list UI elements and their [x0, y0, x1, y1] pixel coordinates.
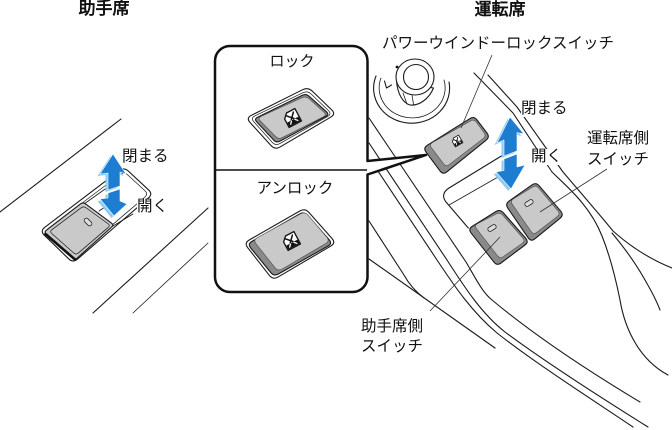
pill-mark-icon: [83, 217, 93, 227]
knob-bezel-outer-ring: [373, 75, 451, 124]
arrow-close-head: [496, 116, 525, 157]
left-mirror-mark-icon: [383, 80, 393, 89]
armrest-line: [611, 232, 661, 311]
armrest-line: [473, 72, 669, 376]
inset-lock-label: ロック: [269, 52, 315, 70]
up-down-arrow-icon: [493, 116, 526, 191]
switch-recess-edge: [83, 186, 109, 205]
door-trim-line: [132, 242, 209, 314]
arrow-open-head: [495, 153, 526, 190]
window-switch-bezel-inner-edge: [448, 172, 506, 206]
door-trim-line: [92, 207, 209, 314]
switch-recess-edge: [112, 213, 134, 227]
pill-mark-icon: [487, 224, 497, 232]
passenger-close-label: 閉まる: [122, 147, 169, 165]
up-down-arrow-icon: [97, 153, 128, 218]
arrow-close-head: [99, 153, 127, 191]
driver-switch-label-line-2: スイッチ: [587, 150, 650, 168]
switch-top-rim: [50, 206, 110, 255]
driver-open-label: 開く: [531, 147, 563, 165]
mirror-control-knob-icon: [373, 58, 451, 124]
driver-switch-panel: [424, 117, 563, 266]
inset-unlock-label: アンロック: [256, 179, 334, 197]
pill-mark-icon: [524, 199, 534, 207]
lock-switch-callout-label: パワーウインドーロックスイッチ: [382, 34, 615, 52]
door-trim-line: [0, 118, 122, 213]
knob-facet-line: [402, 92, 414, 105]
leader-line-driver-switch: [539, 168, 608, 213]
knob-top: [402, 63, 430, 91]
lock-switch-unlocked-state: [245, 209, 335, 279]
armrest-line: [487, 74, 672, 269]
console-line: [368, 142, 649, 428]
leader-line-lock-switch: [460, 54, 493, 129]
leader-line-passenger-switch: [429, 236, 501, 312]
driver-switch-label-line-1: 運転席側: [587, 129, 650, 147]
power-window-lock-switch: [424, 117, 489, 174]
switch-face: [511, 185, 560, 234]
console-line: [368, 258, 496, 349]
switch-bezel-inner-edge: [252, 91, 331, 145]
console-line: [371, 161, 634, 428]
passenger-open-label: 開く: [137, 197, 169, 215]
window-switch-bezel-edge: [443, 154, 504, 231]
arrow-open-head: [99, 188, 128, 217]
driver-side-heading: 運転席: [474, 0, 526, 20]
passenger-window-switch-driver-panel: [468, 209, 529, 266]
lock-switch-locked-state: [247, 88, 335, 149]
driver-window-switch: [506, 183, 563, 241]
console-line: [368, 117, 641, 403]
knob-bezel-inner-ring: [378, 77, 446, 119]
passenger-door-illustration: [0, 118, 209, 314]
passenger-switch-label-line-2: スイッチ: [361, 337, 424, 355]
switch-front-edge: [44, 232, 77, 261]
passenger-side-heading: 助手席: [78, 0, 130, 19]
leader-lines: [429, 54, 608, 312]
lock-switch-inset: [213, 44, 428, 294]
driver-door-illustration: [368, 72, 672, 428]
mirror-mark-dot-icon: [395, 65, 399, 69]
passenger-switch-label-line-1: 助手席側: [361, 317, 424, 335]
passenger-window-switch: [44, 202, 114, 261]
driver-close-label: 閉まる: [521, 99, 568, 117]
switch-face: [475, 212, 525, 258]
